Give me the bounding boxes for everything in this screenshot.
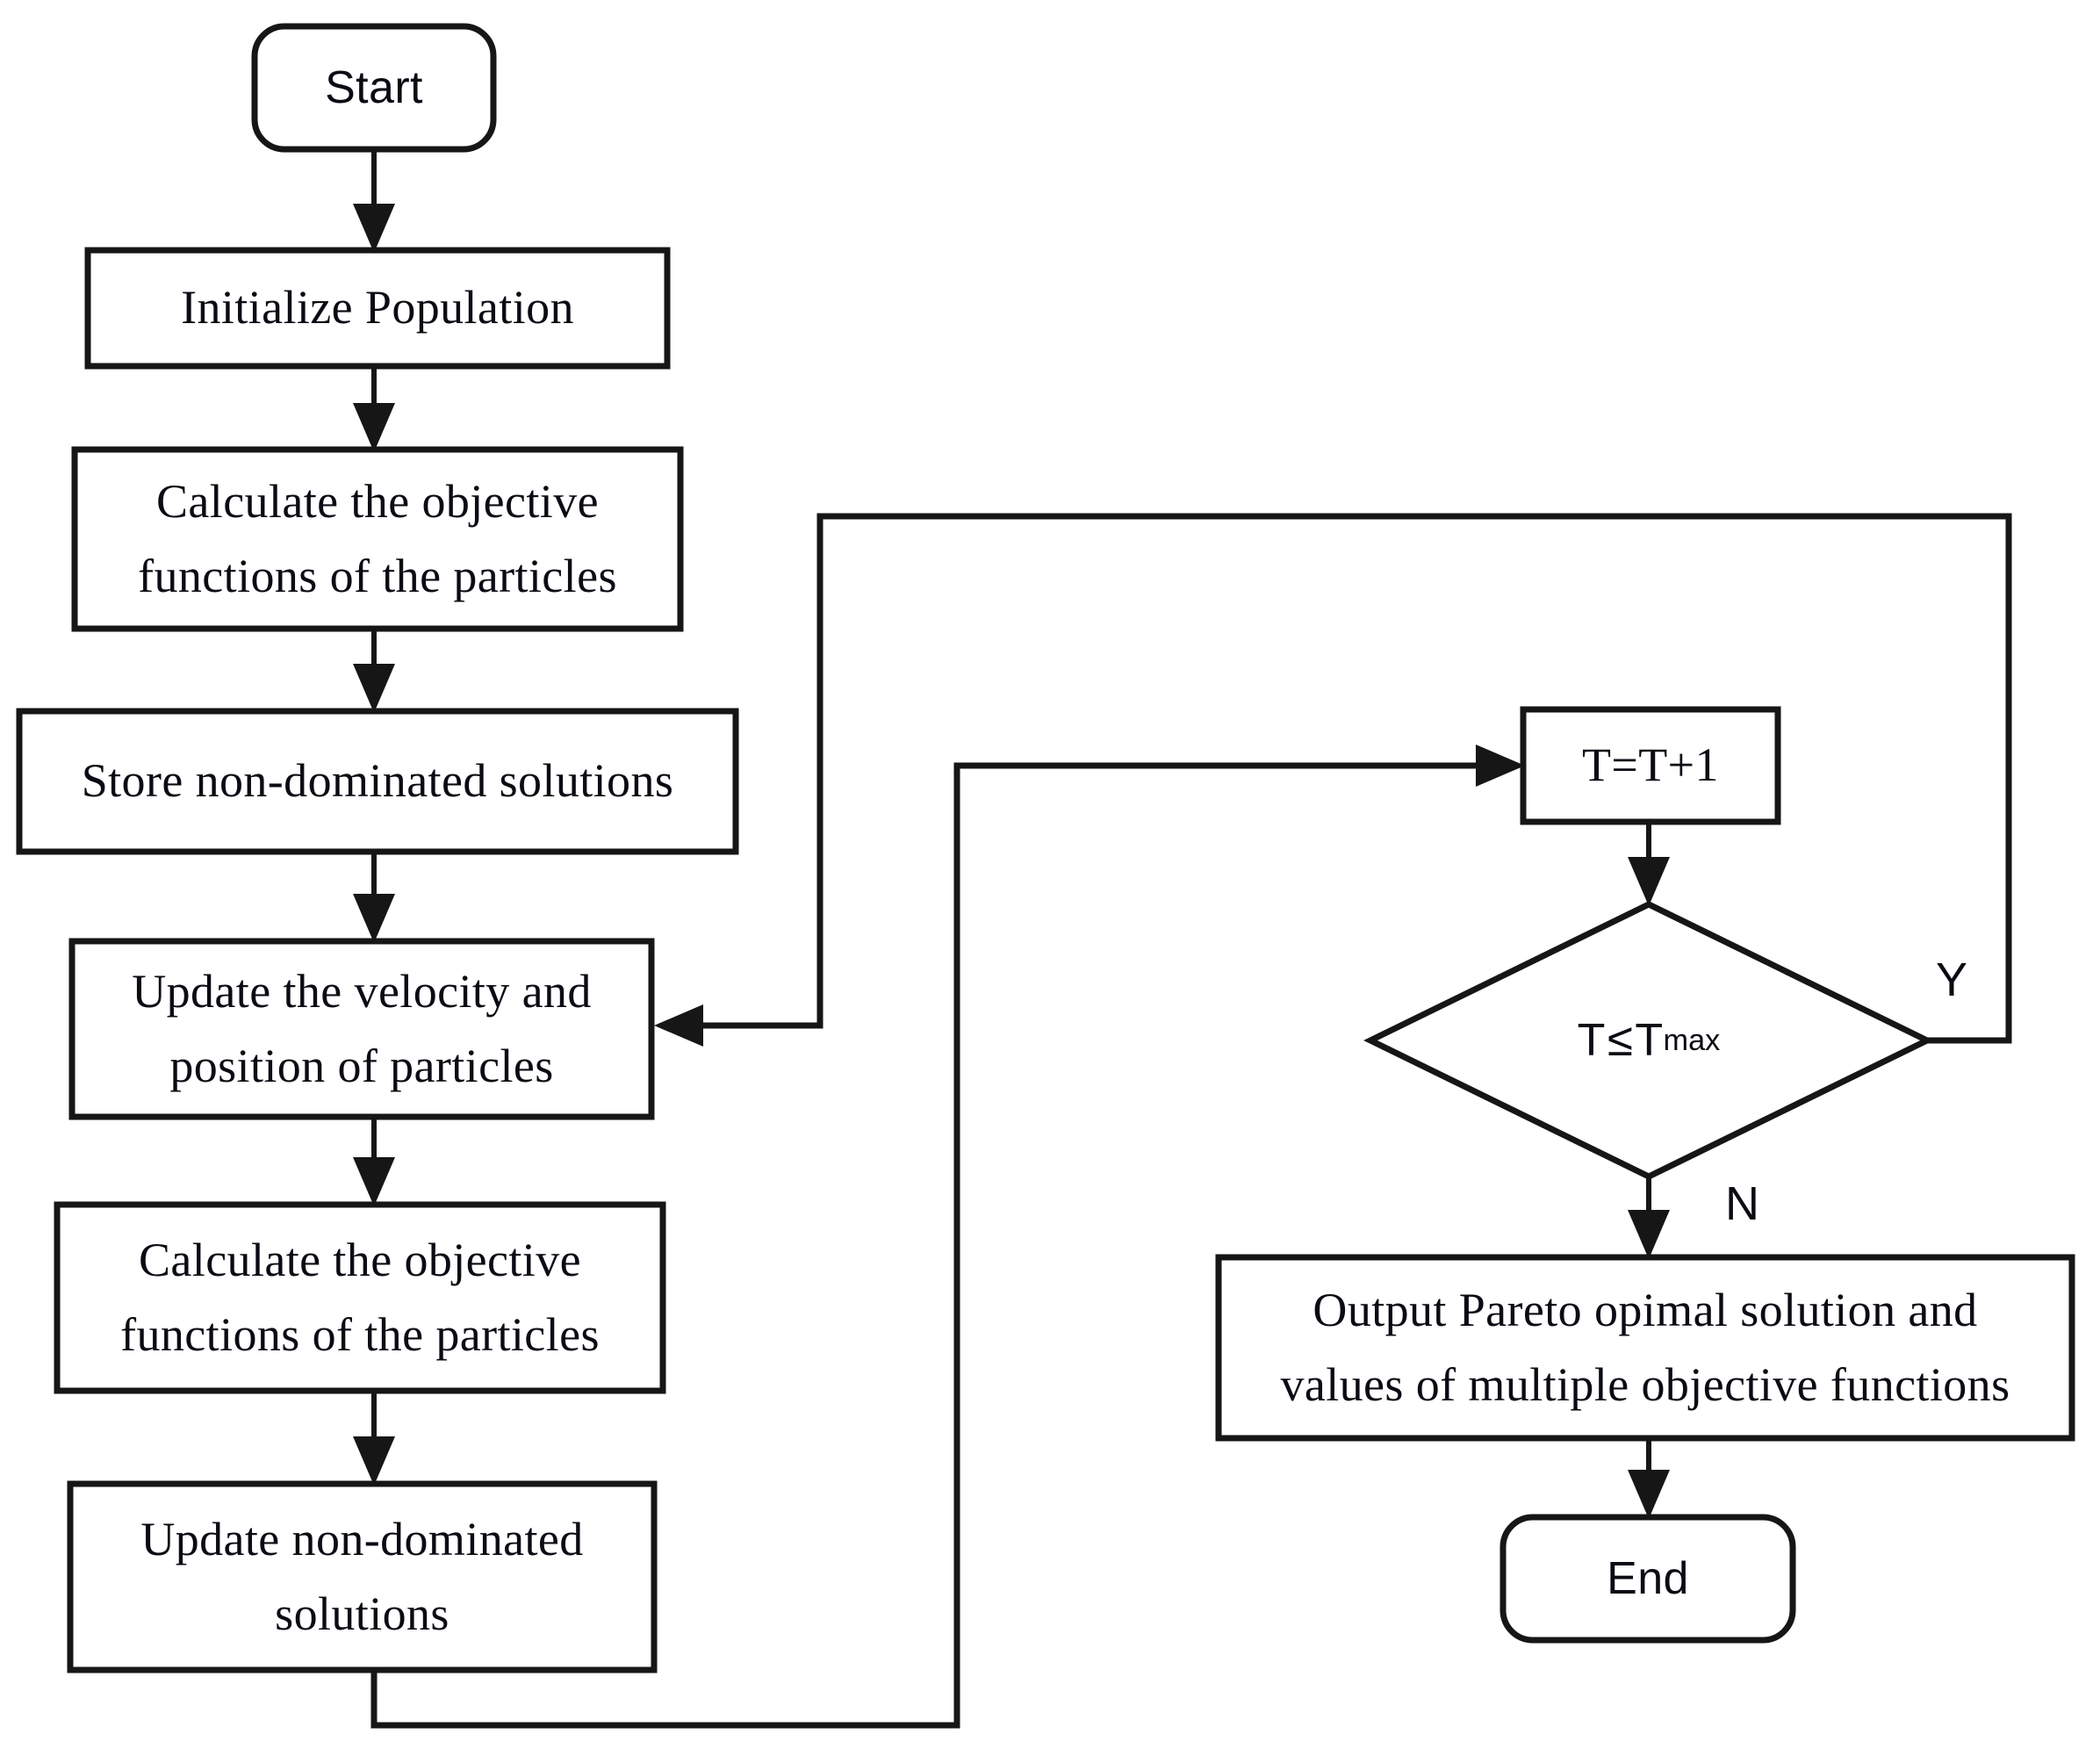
branch-label-no: N <box>1725 1177 1759 1230</box>
node-end-shape[interactable] <box>1499 1514 1796 1644</box>
edge-output-to-end-arrowhead <box>1628 1470 1670 1519</box>
branch-label-yes: Y <box>1936 954 1968 1006</box>
edge-update-nd-to-increment-arrowhead <box>1476 745 1525 787</box>
edge-update-nd-to-increment <box>370 762 1496 1729</box>
node-output-shape[interactable] <box>1215 1254 2075 1442</box>
edge-start-to-init-arrowhead <box>353 204 395 253</box>
edge-calc1-to-store-arrowhead <box>353 664 395 713</box>
node-start-shape[interactable] <box>251 23 497 153</box>
edge-init-to-calc1-arrowhead <box>353 403 395 452</box>
node-calc1-shape[interactable] <box>71 446 684 632</box>
node-init-shape[interactable] <box>84 247 671 370</box>
node-store-shape[interactable] <box>16 708 739 855</box>
node-update-vp-shape[interactable] <box>68 938 655 1120</box>
edge-decision-no-arrowhead <box>1628 1210 1670 1259</box>
edge-increment-to-decision-arrowhead <box>1628 857 1670 906</box>
edge-update-vp-to-calc2-arrowhead <box>353 1157 395 1206</box>
node-increment-shape[interactable] <box>1520 706 1781 825</box>
edge-store-to-update-vp-arrowhead <box>353 894 395 943</box>
edge-calc2-to-update-nd-arrowhead <box>353 1436 395 1486</box>
edge-decision-yes-arrowhead <box>654 1004 703 1047</box>
node-calc2-shape[interactable] <box>54 1201 666 1394</box>
node-decision-shape[interactable] <box>1363 901 1934 1180</box>
edge-decision-yes-to-update-vp <box>683 513 2012 1044</box>
node-update-nd-shape[interactable] <box>67 1480 658 1673</box>
